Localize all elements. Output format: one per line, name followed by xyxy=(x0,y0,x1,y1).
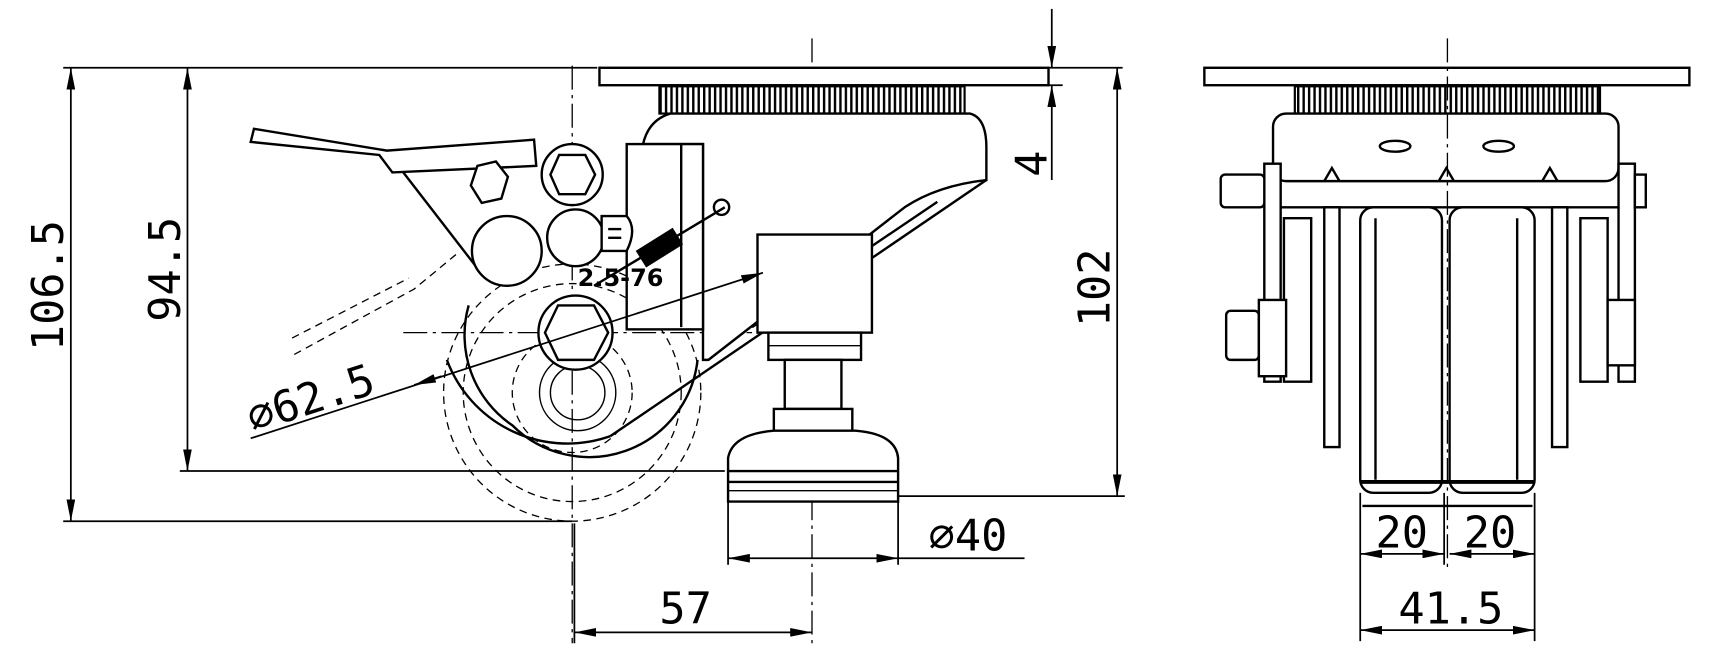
bolt-head-left xyxy=(470,214,543,287)
svg-text:20: 20 xyxy=(1464,508,1516,558)
dimension-plate-thickness: 4 xyxy=(1007,8,1123,181)
svg-text:⌀62.5: ⌀62.5 xyxy=(241,355,381,443)
axle-nut-left xyxy=(1257,298,1288,378)
svg-text:41.5: 41.5 xyxy=(1398,585,1503,635)
dimension-foot-diameter: ⌀40 xyxy=(727,501,1025,565)
front-view: 20 20 41.5 xyxy=(1203,38,1691,642)
svg-text:⌀40: ⌀40 xyxy=(929,512,1008,562)
dimension-wheel-width-right: 20 xyxy=(1449,508,1535,558)
spring-icon xyxy=(593,198,731,287)
fork-inner-left xyxy=(1323,206,1341,449)
fork-inner-right xyxy=(1550,206,1569,449)
dimension-overall-height: 106.5 xyxy=(24,66,598,523)
side-view: 2.5-76 106.5 94.5 ⌀62.5 xyxy=(24,8,1125,644)
axle-nut-right xyxy=(1606,298,1637,367)
dimension-axle-height: 94.5 xyxy=(141,67,725,472)
wheel-right xyxy=(1448,206,1536,495)
swivel-bearing-ring xyxy=(658,85,966,115)
svg-text:57: 57 xyxy=(659,585,711,635)
wheel-left xyxy=(1359,206,1444,495)
brake-right xyxy=(1579,216,1609,383)
svg-text:106.5: 106.5 xyxy=(24,220,74,351)
dimension-swivel-offset: 57 xyxy=(573,523,812,644)
top-plate xyxy=(598,66,1050,87)
brake-lever xyxy=(249,127,538,356)
svg-text:102: 102 xyxy=(1071,248,1121,327)
leveling-foot xyxy=(726,233,900,503)
bolt-head-mid xyxy=(545,208,606,268)
bolt-left-top xyxy=(1219,173,1266,209)
svg-text:94.5: 94.5 xyxy=(141,217,191,322)
svg-text:20: 20 xyxy=(1375,508,1427,558)
bolt-right-top xyxy=(1633,173,1647,209)
dimension-foot-height: 102 xyxy=(898,67,1125,497)
axle-bolt-left xyxy=(1224,309,1261,362)
brand-logo xyxy=(600,214,634,253)
part-marking: 2.5-76 xyxy=(578,264,664,292)
dimension-wheel-width-left: 20 xyxy=(1360,508,1445,558)
svg-text:4: 4 xyxy=(1007,151,1057,177)
dimension-overall-width: 41.5 xyxy=(1360,585,1535,635)
hex-nut-icon xyxy=(469,160,510,205)
brake-left xyxy=(1282,216,1313,383)
swivel-housing-front xyxy=(1271,112,1620,183)
